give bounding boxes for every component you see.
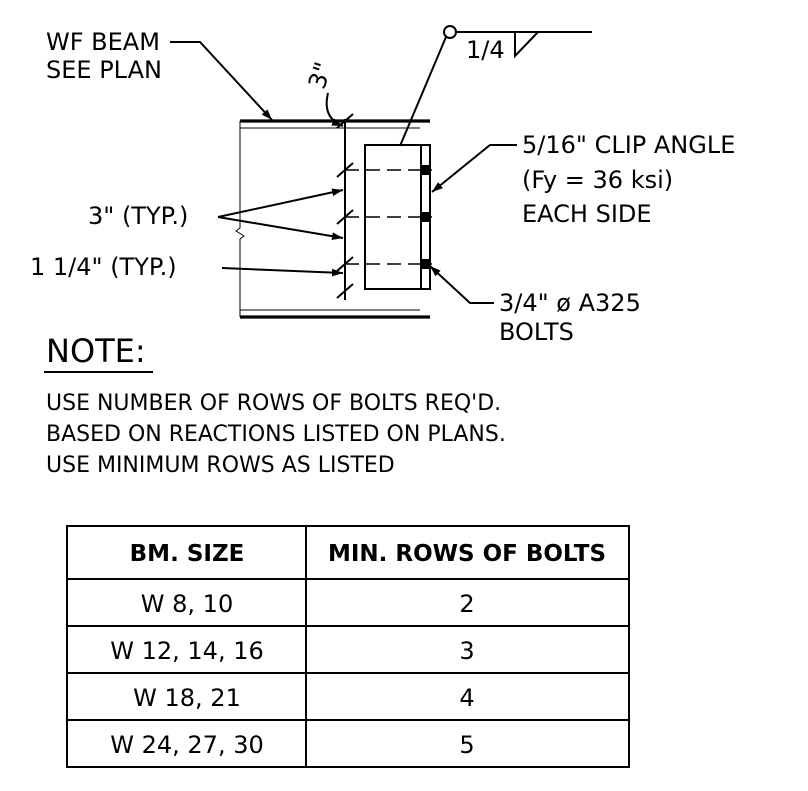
note-line-1: USE NUMBER OF ROWS OF BOLTS REQ'D.: [46, 391, 501, 416]
weld-all-around-icon: [443, 25, 457, 39]
bolt-spacing-label: 3" (TYP.): [88, 202, 188, 230]
beam-label-line-2: SEE PLAN: [46, 56, 162, 84]
top-dimension-leader: [325, 92, 344, 127]
edge-distance-leader: [221, 267, 344, 277]
fillet-weld-icon: [514, 31, 539, 59]
note-line-3: USE MINIMUM ROWS AS LISTED: [46, 453, 395, 478]
bolt-label-line-1: 3/4" ø A325: [499, 289, 641, 317]
table-header-min-rows: MIN. ROWS OF BOLTS: [328, 541, 606, 567]
note-title: NOTE:: [46, 332, 146, 370]
top-dimension-text: 3": [303, 59, 338, 93]
min-bolt-rows-table: BM. SIZE MIN. ROWS OF BOLTS W 8, 10 2 W …: [66, 525, 630, 768]
table-cell-min-rows: 3: [459, 637, 474, 665]
weld-size-text: 1/4: [466, 36, 505, 64]
clip-angle-label-line-2: (Fy = 36 ksi): [522, 166, 673, 194]
spacing-leader-lower: [217, 216, 344, 240]
table-border: [66, 525, 630, 768]
bolt-head: [421, 259, 429, 269]
beam-label-line-1: WF BEAM: [46, 28, 160, 56]
beam-break-line: [235, 121, 245, 317]
clip-angle-leader: [431, 144, 517, 193]
dim-tick: [336, 209, 354, 225]
weld-symbol: 1/4: [399, 25, 592, 147]
table-cell-beam-size: W 18, 21: [133, 684, 241, 712]
dim-tick: [336, 162, 354, 178]
bolt-head: [421, 212, 429, 222]
spacing-leader-upper: [217, 188, 344, 218]
wf-beam: [235, 119, 430, 319]
edge-distance-label: 1 1/4" (TYP.): [30, 253, 177, 281]
dim-tick: [336, 283, 354, 299]
table-cell-min-rows: 2: [459, 590, 474, 618]
bolt-label-line-2: BOLTS: [499, 318, 574, 346]
beam-label-leader: [170, 41, 273, 121]
clip-angle-label-line-1: 5/16" CLIP ANGLE: [522, 131, 735, 159]
note-line-2: BASED ON REACTIONS LISTED ON PLANS.: [46, 422, 506, 447]
table-header-beam-size: BM. SIZE: [130, 541, 245, 567]
clip-angle-label-line-3: EACH SIDE: [522, 200, 652, 228]
bolt-label-leader: [429, 265, 494, 304]
table-cell-min-rows: 4: [459, 684, 474, 712]
table-cell-beam-size: W 24, 27, 30: [110, 731, 264, 759]
weld-arrow-line: [399, 36, 447, 147]
bolt-rows: [345, 165, 432, 269]
dim-tick: [336, 256, 354, 272]
table-cell-beam-size: W 8, 10: [141, 590, 233, 618]
bolt-head: [421, 165, 429, 175]
table-cell-min-rows: 5: [459, 731, 474, 759]
table-cell-beam-size: W 12, 14, 16: [110, 637, 264, 665]
